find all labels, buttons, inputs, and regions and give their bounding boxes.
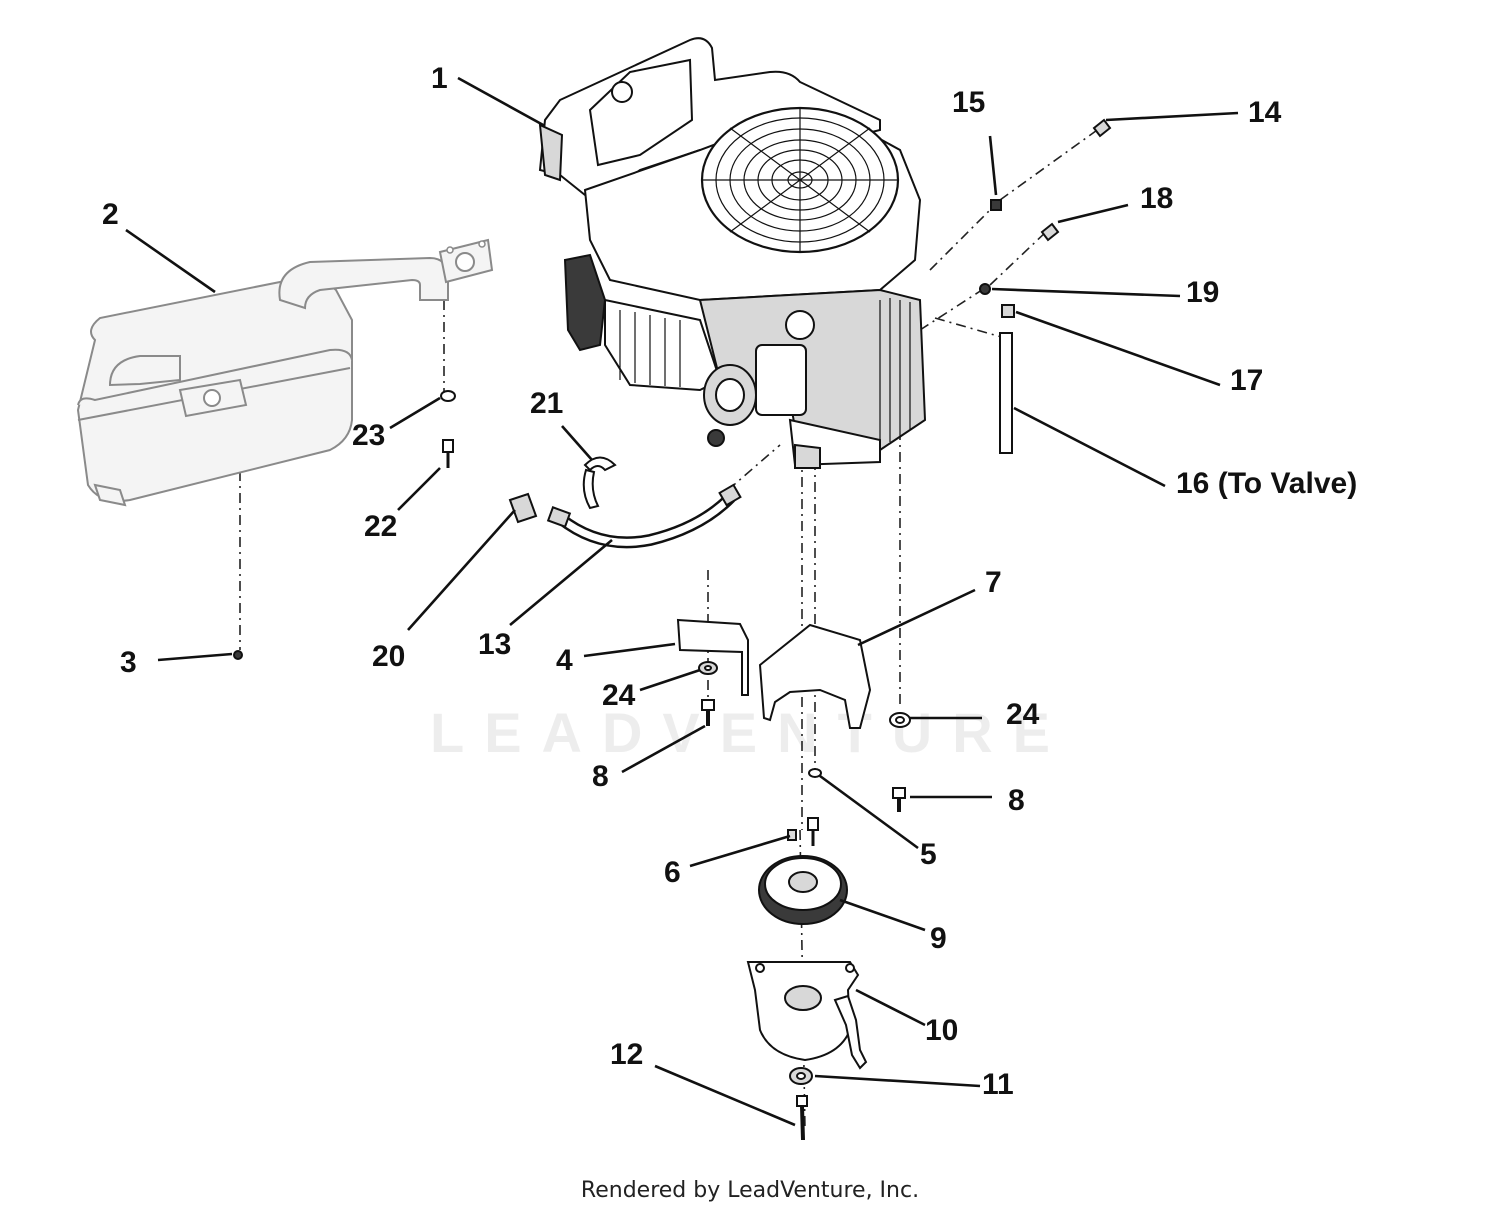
- callout-4: 4: [556, 644, 573, 677]
- callout-17: 17: [1230, 364, 1263, 397]
- callout-10: 10: [925, 1014, 958, 1047]
- callout-24-left: 24: [602, 679, 636, 712]
- callout-1: 1: [431, 62, 448, 95]
- engine: [538, 37, 927, 469]
- callout-2: 2: [102, 198, 119, 231]
- callout-24-right: 24: [1006, 698, 1040, 731]
- callout-16: 16 (To Valve): [1176, 467, 1357, 500]
- axis-lines: [239, 127, 1101, 1131]
- callout-3: 3: [120, 646, 137, 679]
- callout-7: 7: [985, 566, 1002, 599]
- callout-20: 20: [372, 640, 405, 673]
- callout-15: 15: [952, 86, 985, 119]
- callout-8-left: 8: [592, 760, 609, 793]
- callout-5: 5: [920, 838, 937, 871]
- callout-6: 6: [664, 856, 681, 889]
- callout-12: 12: [610, 1038, 643, 1071]
- hardware: [233, 118, 1112, 1141]
- callout-23: 23: [352, 419, 385, 452]
- callout-21: 21: [530, 387, 563, 420]
- callout-8-right: 8: [1008, 784, 1025, 817]
- callout-18: 18: [1140, 182, 1173, 215]
- callout-labels: 1 2 3 4 5 6 7 8 8 9 10 11 12 13 14 15 16…: [102, 62, 1357, 1101]
- callout-19: 19: [1186, 276, 1219, 309]
- callout-9: 9: [930, 922, 947, 955]
- muffler: [76, 238, 494, 507]
- callout-22: 22: [364, 510, 397, 543]
- callout-14: 14: [1248, 96, 1282, 129]
- callout-13: 13: [478, 628, 511, 661]
- callout-11: 11: [982, 1068, 1014, 1101]
- watermark-text: LEADVENTURE: [429, 701, 1071, 764]
- render-credit: Rendered by LeadVenture, Inc.: [580, 1178, 920, 1203]
- leader-lines: [125, 76, 1239, 1127]
